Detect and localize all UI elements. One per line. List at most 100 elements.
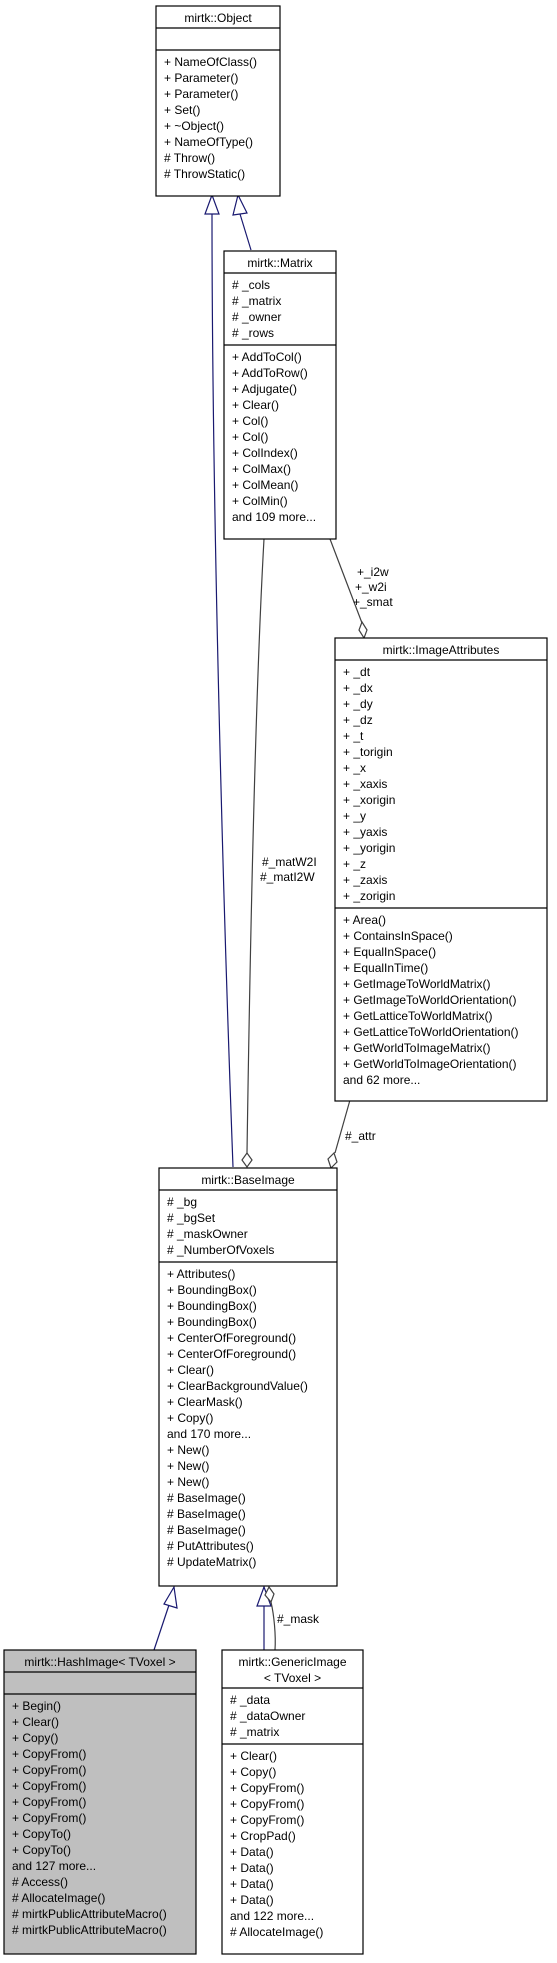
method-item[interactable]: # AllocateImage() xyxy=(230,1925,323,1939)
attribute-item[interactable]: + _dz xyxy=(343,713,373,727)
method-item[interactable]: + ColMin() xyxy=(232,494,288,508)
method-item[interactable]: + ClearMask() xyxy=(167,1395,243,1409)
class-box-baseimage[interactable]: mirtk::BaseImage# _bg# _bgSet# _maskOwne… xyxy=(158,1167,338,1587)
attribute-item[interactable]: # _bgSet xyxy=(167,1211,216,1225)
attribute-item[interactable]: # _cols xyxy=(232,278,270,292)
method-item[interactable]: + EqualInSpace() xyxy=(343,945,436,959)
attribute-item[interactable]: + _dy xyxy=(343,697,373,711)
method-item[interactable]: + Clear() xyxy=(12,1715,59,1729)
method-item[interactable]: # ThrowStatic() xyxy=(164,167,245,181)
method-item[interactable]: and 127 more... xyxy=(12,1859,96,1873)
method-item[interactable]: + CenterOfForeground() xyxy=(167,1347,296,1361)
method-item[interactable]: # Throw() xyxy=(164,151,215,165)
method-item[interactable]: + NameOfClass() xyxy=(164,55,257,69)
method-item[interactable]: # BaseImage() xyxy=(167,1523,246,1537)
method-item[interactable]: + Clear() xyxy=(167,1363,214,1377)
attribute-item[interactable]: + _yorigin xyxy=(343,841,395,855)
attribute-item[interactable]: + _yaxis xyxy=(343,825,387,839)
method-item[interactable]: + Data() xyxy=(230,1861,274,1875)
method-item[interactable]: + New() xyxy=(167,1475,209,1489)
method-item[interactable]: # PutAttributes() xyxy=(167,1539,254,1553)
method-item[interactable]: + CopyFrom() xyxy=(12,1779,86,1793)
method-item[interactable]: # Access() xyxy=(12,1875,68,1889)
method-item[interactable]: + CopyTo() xyxy=(12,1843,71,1857)
attribute-item[interactable]: # _dataOwner xyxy=(230,1709,305,1723)
method-item[interactable]: + Col() xyxy=(232,430,268,444)
method-item[interactable]: + Col() xyxy=(232,414,268,428)
method-item[interactable]: and 122 more... xyxy=(230,1909,314,1923)
attribute-item[interactable]: # _matrix xyxy=(232,294,281,308)
method-item[interactable]: + AddToRow() xyxy=(232,366,308,380)
attribute-item[interactable]: + _torigin xyxy=(343,745,393,759)
attribute-item[interactable]: # _NumberOfVoxels xyxy=(167,1243,274,1257)
method-item[interactable]: and 62 more... xyxy=(343,1073,420,1087)
method-item[interactable]: + BoundingBox() xyxy=(167,1315,257,1329)
attribute-item[interactable]: + _z xyxy=(343,857,366,871)
method-item[interactable]: + NameOfType() xyxy=(164,135,253,149)
class-box-matrix[interactable]: mirtk::Matrix# _cols# _matrix# _owner# _… xyxy=(223,250,337,540)
method-item[interactable]: + ColMax() xyxy=(232,462,291,476)
attribute-item[interactable]: + _y xyxy=(343,809,366,823)
attribute-item[interactable]: + _zorigin xyxy=(343,889,395,903)
method-item[interactable]: + ColIndex() xyxy=(232,446,298,460)
class-box-hashimage[interactable]: mirtk::HashImage< TVoxel >+ Begin()+ Cle… xyxy=(3,1649,197,1955)
attribute-item[interactable]: # _data xyxy=(230,1693,270,1707)
method-item[interactable]: # BaseImage() xyxy=(167,1507,246,1521)
attribute-item[interactable]: + _t xyxy=(343,729,364,743)
method-item[interactable]: + ColMean() xyxy=(232,478,298,492)
attribute-item[interactable]: + _dt xyxy=(343,665,371,679)
method-item[interactable]: + GetLatticeToWorldOrientation() xyxy=(343,1025,519,1039)
class-box-genericimage[interactable]: mirtk::GenericImage< TVoxel ># _data# _d… xyxy=(221,1649,364,1955)
method-item[interactable]: + Copy() xyxy=(230,1765,276,1779)
method-item[interactable]: + BoundingBox() xyxy=(167,1299,257,1313)
method-item[interactable]: + BoundingBox() xyxy=(167,1283,257,1297)
method-item[interactable]: + GetImageToWorldOrientation() xyxy=(343,993,517,1007)
method-item[interactable]: + New() xyxy=(167,1459,209,1473)
method-item[interactable]: + Adjugate() xyxy=(232,382,297,396)
method-item[interactable]: + Area() xyxy=(343,913,386,927)
method-item[interactable]: + Begin() xyxy=(12,1699,61,1713)
attribute-item[interactable]: # _maskOwner xyxy=(167,1227,248,1241)
method-item[interactable]: + GetWorldToImageMatrix() xyxy=(343,1041,491,1055)
method-item[interactable]: + CopyFrom() xyxy=(12,1763,86,1777)
attribute-item[interactable]: + _zaxis xyxy=(343,873,387,887)
method-item[interactable]: + New() xyxy=(167,1443,209,1457)
method-item[interactable]: + Clear() xyxy=(232,398,279,412)
attribute-item[interactable]: + _xaxis xyxy=(343,777,387,791)
method-item[interactable]: # mirtkPublicAttributeMacro() xyxy=(12,1907,167,1921)
method-item[interactable]: # mirtkPublicAttributeMacro() xyxy=(12,1923,167,1937)
method-item[interactable]: + Clear() xyxy=(230,1749,277,1763)
method-item[interactable]: + CopyFrom() xyxy=(12,1747,86,1761)
method-item[interactable]: + Copy() xyxy=(12,1731,58,1745)
method-item[interactable]: + ClearBackgroundValue() xyxy=(167,1379,308,1393)
method-item[interactable]: + Parameter() xyxy=(164,87,238,101)
method-item[interactable]: + GetWorldToImageOrientation() xyxy=(343,1057,517,1071)
class-box-imageattributes[interactable]: mirtk::ImageAttributes+ _dt+ _dx+ _dy+ _… xyxy=(334,637,548,1102)
method-item[interactable]: + CopyFrom() xyxy=(230,1797,304,1811)
method-item[interactable]: + CopyFrom() xyxy=(12,1811,86,1825)
method-item[interactable]: + CopyFrom() xyxy=(230,1781,304,1795)
attribute-item[interactable]: + _dx xyxy=(343,681,373,695)
attribute-item[interactable]: + _xorigin xyxy=(343,793,395,807)
method-item[interactable]: + Attributes() xyxy=(167,1267,235,1281)
method-item[interactable]: + Data() xyxy=(230,1845,274,1859)
method-item[interactable]: + CopyFrom() xyxy=(12,1795,86,1809)
class-box-object[interactable]: mirtk::Object+ NameOfClass()+ Parameter(… xyxy=(155,5,281,197)
method-item[interactable]: + EqualInTime() xyxy=(343,961,428,975)
method-item[interactable]: + CopyFrom() xyxy=(230,1813,304,1827)
method-item[interactable]: + Set() xyxy=(164,103,200,117)
method-item[interactable]: and 170 more... xyxy=(167,1427,251,1441)
method-item[interactable]: # AllocateImage() xyxy=(12,1891,105,1905)
attribute-item[interactable]: # _owner xyxy=(232,310,281,324)
method-item[interactable]: + ~Object() xyxy=(164,119,224,133)
method-item[interactable]: + AddToCol() xyxy=(232,350,302,364)
method-item[interactable]: # BaseImage() xyxy=(167,1491,246,1505)
method-item[interactable]: + CropPad() xyxy=(230,1829,296,1843)
method-item[interactable]: + GetImageToWorldMatrix() xyxy=(343,977,491,991)
attribute-item[interactable]: # _bg xyxy=(167,1195,197,1209)
method-item[interactable]: + Data() xyxy=(230,1877,274,1891)
method-item[interactable]: and 109 more... xyxy=(232,510,316,524)
attribute-item[interactable]: # _rows xyxy=(232,326,274,340)
method-item[interactable]: + Copy() xyxy=(167,1411,213,1425)
method-item[interactable]: + GetLatticeToWorldMatrix() xyxy=(343,1009,493,1023)
